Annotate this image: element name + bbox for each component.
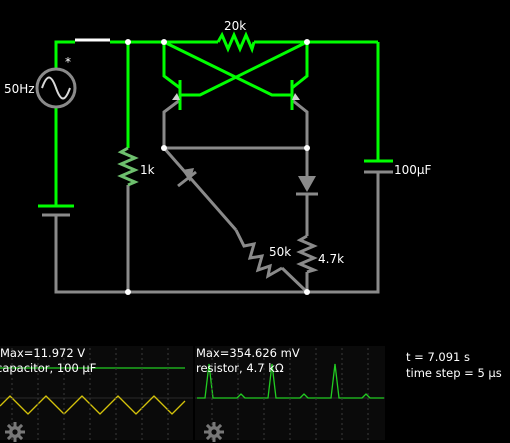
zener-diode[interactable] bbox=[177, 168, 197, 188]
wire-right-collector[interactable] bbox=[291, 42, 309, 90]
sim-time: t = 7.091 s bbox=[406, 350, 471, 364]
wire-right-emitter[interactable] bbox=[291, 98, 309, 148]
wire-left-emitter[interactable] bbox=[162, 98, 181, 148]
transistor-left-arrow bbox=[172, 93, 180, 100]
capacitor-label: 100µF bbox=[394, 163, 432, 177]
scope-panel-1[interactable] bbox=[0, 346, 193, 440]
transistor-right-arrow bbox=[292, 93, 300, 100]
scope-1-trace bbox=[0, 395, 186, 415]
source-frequency-label: 50Hz bbox=[4, 82, 35, 96]
sim-timestep: time step = 5 µs bbox=[406, 366, 502, 380]
scope-2-gear-icon[interactable] bbox=[203, 421, 225, 443]
resistor-1k-label: 1k bbox=[140, 163, 155, 177]
resistor-1k[interactable] bbox=[117, 146, 139, 187]
wire-left-collector[interactable] bbox=[162, 42, 181, 90]
circuit-nodes bbox=[125, 39, 310, 295]
resistor-4k7-label: 4.7k bbox=[318, 252, 344, 266]
ground-bus-wire[interactable] bbox=[54, 172, 380, 294]
scope-2-max: Max=354.626 mV bbox=[196, 346, 300, 360]
scope-grid bbox=[11, 348, 369, 440]
resistor-50k[interactable] bbox=[234, 229, 283, 279]
scope-2-name: resistor, 4.7 kΩ bbox=[196, 361, 284, 375]
diode-right[interactable] bbox=[296, 176, 318, 196]
wire-diag-upper[interactable] bbox=[162, 147, 238, 231]
source-marker-label: * bbox=[65, 55, 71, 69]
wire-source-top[interactable] bbox=[54, 40, 75, 68]
scope-1-gear-icon[interactable] bbox=[4, 421, 26, 443]
wire-diag-lower[interactable] bbox=[280, 266, 309, 294]
ground-wires[interactable] bbox=[54, 98, 380, 294]
scope-1-name: capacitor, 100 µF bbox=[0, 361, 97, 375]
wire-cross-2[interactable] bbox=[180, 40, 308, 97]
resistor-20k-label: 20k bbox=[224, 19, 246, 33]
scope-1-max: Max=11.972 V bbox=[0, 346, 86, 360]
resistor-4k7[interactable] bbox=[296, 234, 319, 274]
supply-wires[interactable] bbox=[54, 40, 380, 205]
ac-source[interactable] bbox=[35, 67, 77, 109]
resistor-20k[interactable] bbox=[216, 31, 256, 54]
resistor-50k-label: 50k bbox=[269, 245, 291, 259]
wire-cross-1[interactable] bbox=[163, 40, 292, 97]
